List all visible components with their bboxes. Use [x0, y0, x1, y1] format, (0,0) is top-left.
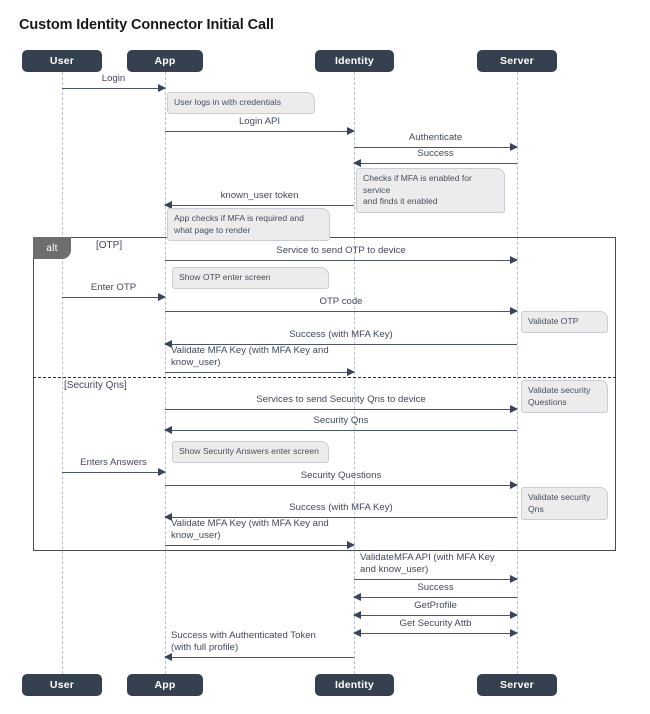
message-line	[165, 311, 517, 312]
arrowhead-left	[164, 425, 172, 434]
participant-identity-header[interactable]: Identity	[315, 50, 394, 72]
arrowhead-left	[353, 592, 361, 601]
arrowhead-right	[347, 540, 355, 549]
arrowhead-right	[510, 480, 518, 489]
message-line	[354, 163, 517, 164]
message-label: Success (with MFA Key)	[289, 329, 393, 340]
message-line	[165, 260, 517, 261]
message-label: Security Questions	[300, 470, 382, 481]
message-line	[165, 517, 517, 518]
message-label: GetProfile	[414, 600, 457, 611]
note-credentials: User logs in with credentials	[167, 92, 315, 114]
frame-section-divider	[33, 377, 616, 378]
participant-server-header[interactable]: Server	[477, 50, 557, 72]
frame-guard-1: [Security Qns]	[64, 380, 127, 391]
arrowhead-left	[164, 339, 172, 348]
message-label: Service to send OTP to device	[276, 245, 406, 256]
message-label: Success	[417, 148, 454, 159]
participant-identity-footer[interactable]: Identity	[315, 674, 394, 696]
message-line	[354, 597, 517, 598]
arrowhead-right	[510, 574, 518, 583]
message-line	[165, 372, 354, 373]
page-title: Custom Identity Connector Initial Call	[19, 17, 274, 33]
arrowhead-right	[158, 83, 166, 92]
note-mfa-enabled: Checks if MFA is enabled for service and…	[356, 168, 505, 213]
message-line	[62, 88, 165, 89]
lifeline-user	[62, 72, 63, 674]
lifeline-app	[165, 72, 166, 674]
arrowhead-right	[510, 610, 518, 619]
message-line	[165, 485, 517, 486]
arrowhead-right	[158, 467, 166, 476]
message-label: Validate MFA Key (with MFA Key and know_…	[171, 518, 329, 541]
message-line	[165, 344, 517, 345]
message-label: Success	[417, 582, 454, 593]
message-label: Login	[101, 73, 126, 84]
frame-guard-0: [OTP]	[96, 240, 123, 251]
participant-user-footer[interactable]: User	[22, 674, 102, 696]
participant-app-footer[interactable]: App	[127, 674, 203, 696]
arrowhead-right	[510, 142, 518, 151]
message-label: Validate MFA Key (with MFA Key and know_…	[171, 345, 329, 368]
participant-user-header[interactable]: User	[22, 50, 102, 72]
message-label: known_user token	[220, 190, 299, 201]
note-show-answers: Show Security Answers enter screen	[172, 441, 329, 463]
message-label: Success (with MFA Key)	[289, 502, 393, 513]
message-label: Services to send Security Qns to device	[256, 394, 426, 405]
arrowhead-right	[510, 306, 518, 315]
participant-app-header[interactable]: App	[127, 50, 203, 72]
message-line	[62, 472, 165, 473]
message-line	[165, 545, 354, 546]
arrowhead-right	[510, 404, 518, 413]
message-line	[165, 409, 517, 410]
message-label: Enters Answers	[80, 457, 147, 468]
note-validate-otp: Validate OTP	[521, 311, 608, 333]
participant-server-footer[interactable]: Server	[477, 674, 557, 696]
message-line	[354, 579, 517, 580]
note-validate-sec-qns: Validate security Qns	[521, 487, 608, 520]
arrowhead-left	[164, 512, 172, 521]
message-line	[165, 430, 517, 431]
message-line	[62, 297, 165, 298]
message-label: Enter OTP	[90, 282, 137, 293]
arrowhead-right	[510, 628, 518, 637]
message-label: ValidateMFA API (with MFA Key and know_u…	[360, 552, 495, 575]
arrowhead-left	[164, 200, 172, 209]
arrowhead-right	[347, 367, 355, 376]
frame-operator-label: alt	[33, 237, 71, 259]
arrowhead-right	[347, 126, 355, 135]
message-line	[165, 205, 354, 206]
message-label: Success with Authenticated Token (with f…	[171, 630, 316, 653]
arrowhead-left	[353, 610, 361, 619]
note-show-otp: Show OTP enter screen	[172, 267, 329, 289]
note-app-checks: App checks if MFA is required and what p…	[167, 208, 330, 241]
message-line	[354, 633, 517, 634]
note-validate-sec-questions: Validate security Questions	[521, 380, 608, 413]
arrowhead-right	[158, 292, 166, 301]
message-line	[165, 131, 354, 132]
lifeline-server	[517, 72, 518, 674]
message-line	[354, 147, 517, 148]
arrowhead-left	[353, 628, 361, 637]
message-label: Security Qns	[313, 415, 369, 426]
message-line	[165, 657, 354, 658]
message-label: OTP code	[319, 296, 363, 307]
arrowhead-left	[353, 158, 361, 167]
message-label: Get Security Attb	[399, 618, 472, 629]
message-label: Login API	[238, 116, 281, 127]
arrowhead-right	[510, 255, 518, 264]
message-line	[354, 615, 517, 616]
message-label: Authenticate	[408, 132, 463, 143]
arrowhead-left	[164, 652, 172, 661]
